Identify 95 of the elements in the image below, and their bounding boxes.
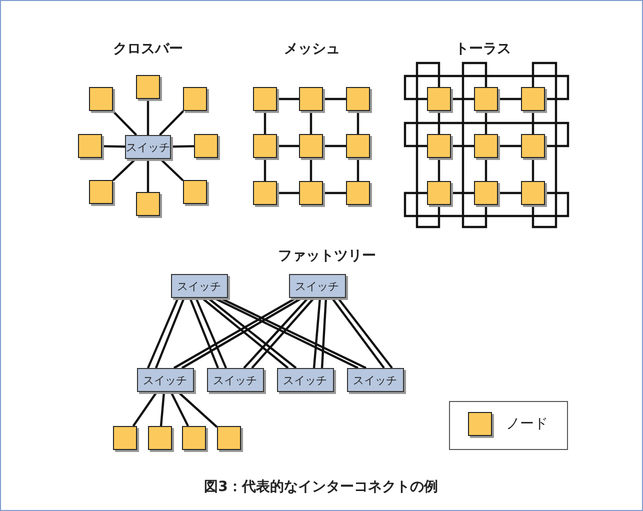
- switch-box: スイッチ: [346, 368, 404, 392]
- connector-line: [170, 145, 194, 148]
- node-square: [183, 87, 207, 111]
- connector-line: [170, 392, 189, 426]
- connector-line: [484, 111, 488, 134]
- connector-line: [310, 111, 312, 134]
- node-square: [136, 75, 160, 99]
- connector-line: [160, 158, 184, 182]
- connector-line: [356, 158, 360, 181]
- node-square: [89, 87, 113, 111]
- connector-line: [404, 192, 570, 218]
- switch-box: スイッチ: [288, 274, 346, 298]
- connector-line: [404, 122, 570, 148]
- node-square: [299, 181, 323, 205]
- node-square: [474, 87, 498, 111]
- figure-caption: 図3：代表的なインターコネクトの例: [204, 478, 438, 496]
- node-square: [113, 426, 137, 450]
- section-title: メッシュ: [284, 40, 340, 58]
- section-title: トーラス: [455, 40, 511, 58]
- connector-line: [112, 110, 138, 136]
- connector-line: [498, 192, 521, 194]
- connector-line: [188, 298, 220, 368]
- node-square: [346, 181, 370, 205]
- connector-line: [498, 144, 521, 148]
- connector-line: [532, 158, 534, 181]
- switch-box: スイッチ: [170, 274, 228, 298]
- connector-line: [323, 144, 346, 148]
- switch-box: スイッチ: [206, 368, 264, 392]
- node-square: [427, 87, 451, 111]
- connector-line: [323, 192, 346, 194]
- connector-line: [132, 391, 158, 427]
- connector-line: [331, 297, 385, 369]
- node-square: [427, 134, 451, 158]
- connector-line: [451, 144, 474, 148]
- connector-line: [438, 158, 440, 181]
- node-square: [78, 134, 102, 158]
- node-square: [346, 87, 370, 111]
- connector-line: [146, 99, 150, 135]
- connector-line: [243, 297, 309, 369]
- switch-box: スイッチ: [136, 368, 194, 392]
- connector-line: [277, 98, 299, 100]
- connector-line: [277, 192, 299, 194]
- connector-line: [498, 98, 521, 100]
- node-square: [521, 87, 545, 111]
- connector-line: [146, 298, 180, 368]
- connector-line: [462, 62, 488, 228]
- connector-line: [177, 391, 218, 428]
- node-square: [474, 181, 498, 205]
- connector-line: [264, 158, 266, 181]
- section-title: ファットツリー: [278, 247, 376, 265]
- node-square: [521, 134, 545, 158]
- connector-line: [277, 144, 299, 148]
- node-square: [136, 192, 160, 216]
- connector-line: [356, 111, 360, 134]
- connector-line: [160, 392, 166, 426]
- connector-line: [438, 111, 440, 134]
- connector-line: [532, 111, 534, 134]
- connector-line: [451, 192, 474, 194]
- connector-line: [484, 158, 488, 181]
- node-square: [253, 181, 277, 205]
- connector-line: [532, 62, 558, 228]
- connector-line: [112, 158, 136, 182]
- node-square: [427, 181, 451, 205]
- connector-line: [416, 62, 440, 228]
- node-square: [253, 134, 277, 158]
- node-square: [474, 134, 498, 158]
- section-title: クロスバー: [113, 40, 183, 58]
- connector-line: [451, 98, 474, 100]
- node-square: [253, 87, 277, 111]
- connector-line: [154, 298, 186, 368]
- connector-line: [194, 298, 228, 368]
- connector-line: [312, 298, 322, 368]
- node-square: [183, 180, 207, 204]
- connector-line: [323, 98, 346, 100]
- connector-line: [310, 158, 312, 181]
- node-square: [299, 134, 323, 158]
- node-square: [148, 426, 172, 450]
- connector-line: [146, 159, 150, 192]
- node-square: [182, 426, 206, 450]
- connector-line: [337, 297, 393, 369]
- connector-line: [320, 298, 328, 368]
- connector-line: [404, 74, 570, 100]
- node-square: [194, 134, 218, 158]
- node-square: [521, 181, 545, 205]
- node-square: [299, 87, 323, 111]
- legend-label: ノード: [506, 415, 548, 433]
- node-square: [217, 426, 241, 450]
- connector-line: [251, 297, 315, 369]
- connector-line: [264, 111, 266, 134]
- switch-box: スイッチ: [125, 135, 171, 159]
- connector-line: [102, 145, 126, 148]
- connector-line: [159, 110, 184, 136]
- node-square: [346, 134, 370, 158]
- switch-box: スイッチ: [276, 368, 334, 392]
- node-square: [89, 180, 113, 204]
